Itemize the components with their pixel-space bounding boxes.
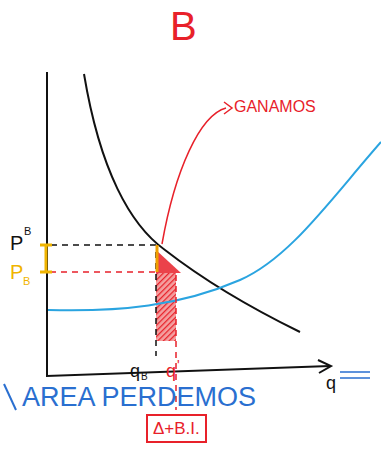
quantity-subscript: B (141, 372, 148, 382)
price-superscript: B (24, 226, 31, 237)
price-bracket (40, 245, 52, 272)
quantity-prime: ' (177, 358, 180, 372)
quantity-symbol: q (130, 362, 140, 380)
price-bracket (156, 245, 159, 272)
title: B (170, 6, 197, 46)
note-text: Δ+B.I. (153, 420, 200, 437)
pen-stroke (4, 384, 16, 410)
price-dash (50, 271, 156, 273)
callout-label: GANAMOS (234, 99, 316, 115)
boxed-note: Δ+B.I. (146, 414, 207, 443)
axis-arrow (318, 360, 331, 373)
price-symbol: P (10, 262, 23, 282)
quantity-symbol: q (166, 362, 176, 380)
pen-stroke (340, 372, 370, 378)
price-symbol: P (10, 233, 23, 253)
axis-label: q (326, 374, 336, 392)
price-subscript: B (23, 276, 30, 287)
leader-arrow (162, 108, 226, 244)
area-note: AREA PERDEMOS (22, 384, 256, 411)
supply-curve (48, 142, 381, 310)
leader-arrow (224, 102, 232, 114)
axes (47, 72, 330, 376)
loss-area (156, 273, 176, 341)
price-dash (40, 244, 156, 246)
